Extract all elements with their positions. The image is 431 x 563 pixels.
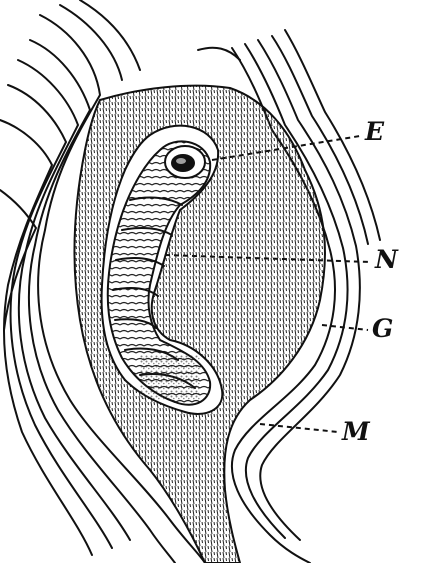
label-M: M bbox=[341, 417, 371, 446]
label-N: N bbox=[374, 245, 399, 274]
larva-head bbox=[165, 146, 205, 178]
label-E: E bbox=[364, 117, 385, 146]
label-G: G bbox=[372, 314, 393, 343]
